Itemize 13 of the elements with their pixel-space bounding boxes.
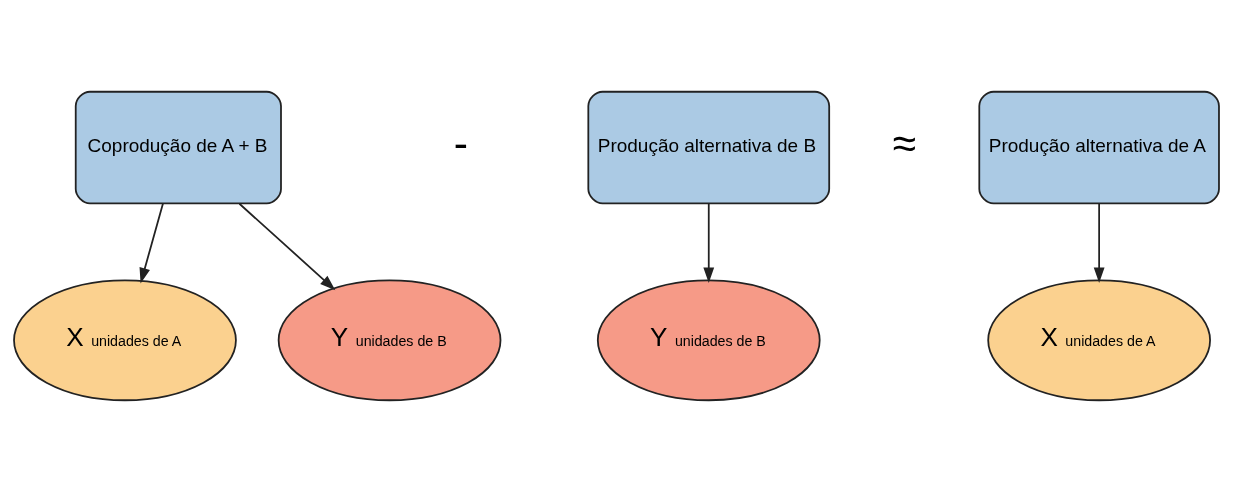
node-ellipse: Y unidades de B <box>596 279 821 402</box>
node-box: Produção alternativa de B <box>587 90 831 205</box>
node-ellipse: X unidades de A <box>987 279 1211 402</box>
arrow <box>139 202 164 284</box>
node-ellipse: Y unidades de B <box>277 279 502 402</box>
node-ellipse: X unidades de A <box>13 279 237 402</box>
node-box: Coprodução de A + B <box>74 90 282 205</box>
arrow <box>1093 202 1105 283</box>
label: ≈ <box>892 118 917 167</box>
arrow <box>238 202 336 291</box>
node-box: Produção alternativa de A <box>978 90 1220 205</box>
arrow <box>703 202 715 283</box>
label: - <box>453 118 468 167</box>
